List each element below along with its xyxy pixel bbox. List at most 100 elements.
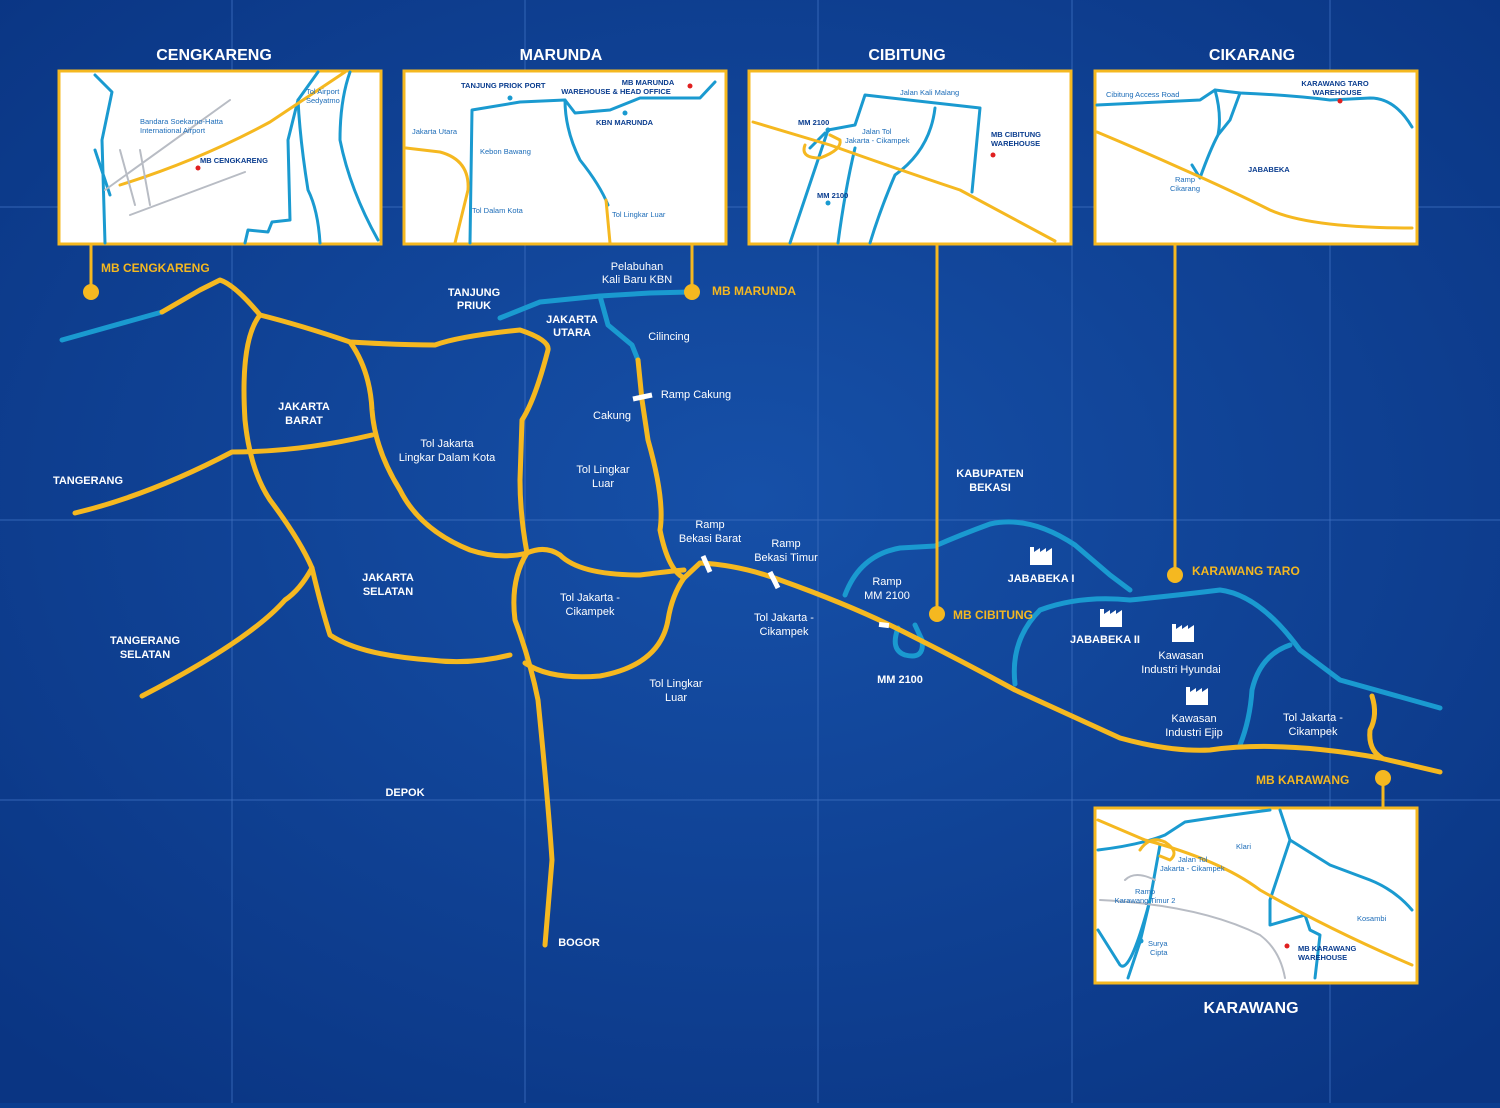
- label-cakung: Cakung: [593, 410, 631, 422]
- road-inner-ring: [347, 339, 687, 578]
- ramp-bekasi-barat-marker: [700, 554, 713, 574]
- inset-title-marunda: MARUNDA: [520, 47, 603, 64]
- cikarang-jababeka-label: JABABEKA: [1248, 165, 1290, 174]
- road-cilincing: [597, 293, 641, 363]
- area-jababeka-2: JABABEKA II: [1070, 634, 1140, 646]
- marunda-port-label: TANJUNG PRIOK PORT: [461, 81, 546, 90]
- road-cakung: [635, 357, 687, 581]
- factory-icon: [1100, 609, 1122, 627]
- blue-roads: [59, 289, 1443, 748]
- mb-cibitung-label: MB CIBITUNG: [953, 608, 1033, 622]
- marunda-dalam-kota-label: Tol Dalam Kota: [472, 206, 524, 215]
- cengkareng-warehouse-label: MB CENGKARENG: [200, 156, 268, 165]
- mb-marunda-label: MB MARUNDA: [712, 284, 796, 298]
- road-hyundai-link: [1237, 642, 1293, 748]
- factory-icons: [1030, 547, 1208, 705]
- cikarang-access-label: Cibitung Access Road: [1106, 90, 1179, 99]
- inset-cikarang: CIKARANG Cibitung Access Road KARAWANG T…: [1093, 47, 1419, 246]
- ramp-markers: [632, 392, 890, 629]
- yellow-roads: [72, 277, 1443, 948]
- ramp-bekasi-timur-marker: [767, 570, 781, 590]
- karawang-kosambi-label: Kosambi: [1357, 914, 1387, 923]
- area-tangerang: TANGERANG: [53, 475, 123, 487]
- inset-title-cikarang: CIKARANG: [1209, 47, 1295, 64]
- mb-marunda-dot: [684, 284, 700, 300]
- road-karawang-exit: [1367, 693, 1385, 761]
- marunda-kebon-label: Kebon Bawang: [480, 147, 531, 156]
- label-tol-cikampek-2: Tol Jakarta -Cikampek: [754, 612, 814, 638]
- location-connectors: [83, 245, 1391, 808]
- road-tangsel: [139, 565, 315, 699]
- marunda-jakut-label: Jakarta Utara: [412, 127, 458, 136]
- road-mm2100-loop: [842, 519, 1133, 598]
- area-bogor: BOGOR: [558, 937, 600, 949]
- area-jababeka-1: JABABEKA I: [1008, 573, 1075, 585]
- cibitung-mm-a-label: MM 2100: [798, 118, 829, 127]
- factory-icon: [1030, 547, 1052, 565]
- label-cilincing: Cilincing: [648, 331, 690, 343]
- label-ramp-cakung: Ramp Cakung: [661, 389, 731, 401]
- mb-cengkareng-label: MB CENGKARENG: [101, 261, 210, 275]
- factory-icon: [1186, 687, 1208, 705]
- inset-title-cibitung: CIBITUNG: [868, 47, 945, 64]
- inset-title-karawang: KARAWANG: [1203, 1000, 1298, 1017]
- area-depok: DEPOK: [385, 787, 424, 799]
- factory-icon: [1172, 624, 1194, 642]
- cibitung-kalimalang-label: Jalan Kali Malang: [900, 88, 959, 97]
- mb-karawang-label: MB KARAWANG: [1256, 773, 1349, 787]
- mb-cengkareng-dot: [83, 284, 99, 300]
- label-tol-cikampek-3: Tol Jakarta -Cikampek: [1283, 712, 1343, 738]
- mb-cibitung-dot: [929, 606, 945, 622]
- road-bogor: [511, 550, 555, 948]
- ramp-cakung-marker: [632, 392, 653, 402]
- marunda-kbn-label: KBN MARUNDA: [596, 118, 654, 127]
- road-tangerang: [72, 432, 375, 516]
- road-tangerang-airport: [59, 309, 165, 343]
- road-mm2100-ramp: [892, 622, 925, 659]
- cibitung-mm-b-label: MM 2100: [817, 191, 848, 200]
- inset-cibitung: CIBITUNG Jalan Kali Malang MM 2100 Jalan…: [747, 47, 1073, 246]
- karawang-taro-dot: [1167, 567, 1183, 583]
- label-tol-cikampek-1: Tol Jakarta -Cikampek: [560, 592, 620, 618]
- road-jababeka-loop: [1011, 587, 1443, 711]
- road-outer-ring-south: [522, 575, 687, 680]
- road-cikampek-toll: [681, 560, 1443, 775]
- karawang-klari-label: Klari: [1236, 842, 1251, 851]
- road-cengkareng-toll: [159, 277, 551, 556]
- inset-title-cengkareng: CENGKARENG: [156, 47, 272, 64]
- ramp-mm2100-marker: [878, 621, 890, 629]
- area-mm2100: MM 2100: [877, 674, 923, 686]
- mb-karawang-dot: [1375, 770, 1391, 786]
- marunda-lingkar-label: Tol Lingkar Luar: [612, 210, 666, 219]
